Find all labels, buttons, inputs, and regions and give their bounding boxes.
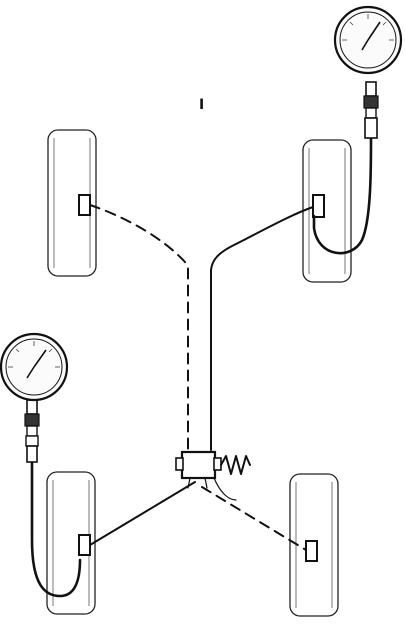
brake-fitting-rear-left bbox=[78, 534, 91, 556]
figure-label: I bbox=[199, 97, 205, 113]
gauge-hose-bottom-left bbox=[30, 461, 82, 598]
wheel-rear-left bbox=[46, 471, 96, 615]
brake-fitting-rear-right bbox=[305, 540, 318, 562]
dashed-line-rear-right bbox=[201, 486, 307, 551]
gauge-coupler-top-right bbox=[363, 81, 379, 139]
solid-line-rear-left bbox=[89, 481, 196, 546]
wheel-front-right bbox=[302, 139, 352, 283]
solid-line-front-right bbox=[210, 206, 314, 451]
gauge-coupler-bottom-left bbox=[24, 399, 40, 463]
dashed-line-front-left bbox=[89, 204, 189, 451]
gauge-hose-top-right bbox=[312, 136, 373, 255]
pressure-gauge-top-right bbox=[333, 5, 403, 75]
pressure-gauge-bottom-left bbox=[0, 332, 69, 402]
brake-fitting-front-right bbox=[312, 194, 325, 218]
proportioning-valve bbox=[175, 450, 251, 501]
brake-fitting-front-left bbox=[78, 194, 91, 216]
